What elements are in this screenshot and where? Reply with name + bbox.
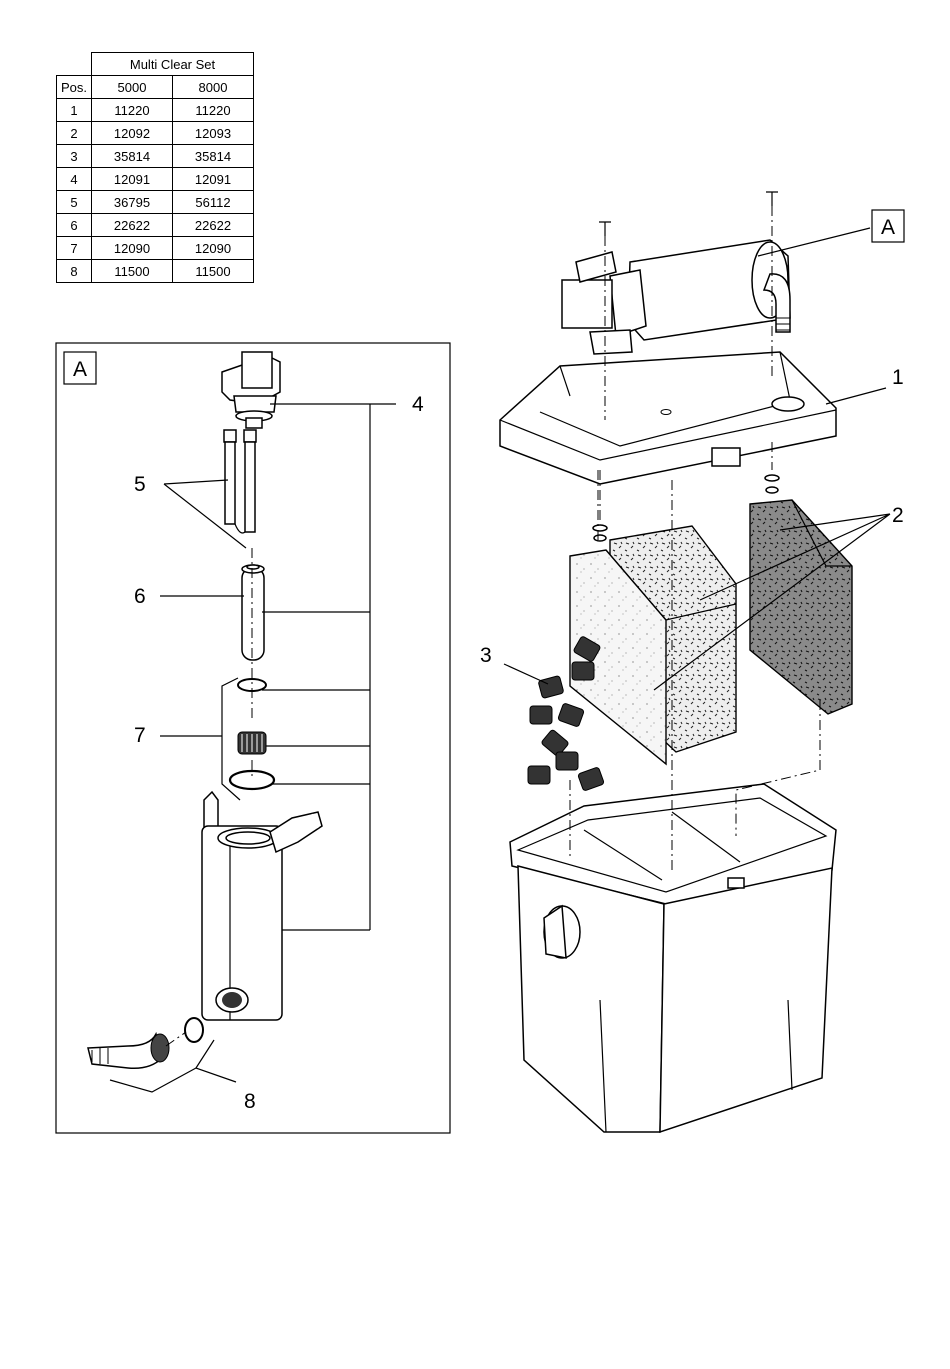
callout-8: 8 bbox=[244, 1090, 256, 1113]
leader-3 bbox=[504, 664, 548, 684]
callout-5: 5 bbox=[134, 473, 146, 496]
leader-a bbox=[758, 228, 870, 256]
uv-ballast-head bbox=[222, 352, 280, 428]
quartz-tube bbox=[242, 565, 264, 660]
hose-elbow bbox=[88, 1018, 203, 1068]
uv-clarifier-assembly bbox=[562, 240, 790, 354]
callout-4: 4 bbox=[412, 393, 424, 416]
screws bbox=[599, 192, 778, 236]
uv-housing bbox=[202, 792, 322, 1020]
callout-2: 2 bbox=[892, 504, 904, 527]
leader-1 bbox=[826, 388, 886, 404]
filter-foam-sponges bbox=[570, 500, 852, 764]
callout-7: 7 bbox=[134, 724, 146, 747]
detail-panel: A bbox=[56, 343, 450, 1133]
filter-container bbox=[510, 784, 836, 1132]
callout-6: 6 bbox=[134, 585, 146, 608]
callout-3: 3 bbox=[480, 644, 492, 667]
o-ring-large bbox=[230, 771, 274, 789]
bio-media bbox=[528, 636, 604, 792]
detail-label-text: A bbox=[73, 358, 87, 381]
threaded-nut bbox=[238, 732, 266, 754]
filter-lid bbox=[500, 352, 836, 484]
uv-lamp bbox=[224, 430, 256, 533]
callout-1: 1 bbox=[892, 366, 904, 389]
main-callout-text: A bbox=[881, 216, 895, 239]
